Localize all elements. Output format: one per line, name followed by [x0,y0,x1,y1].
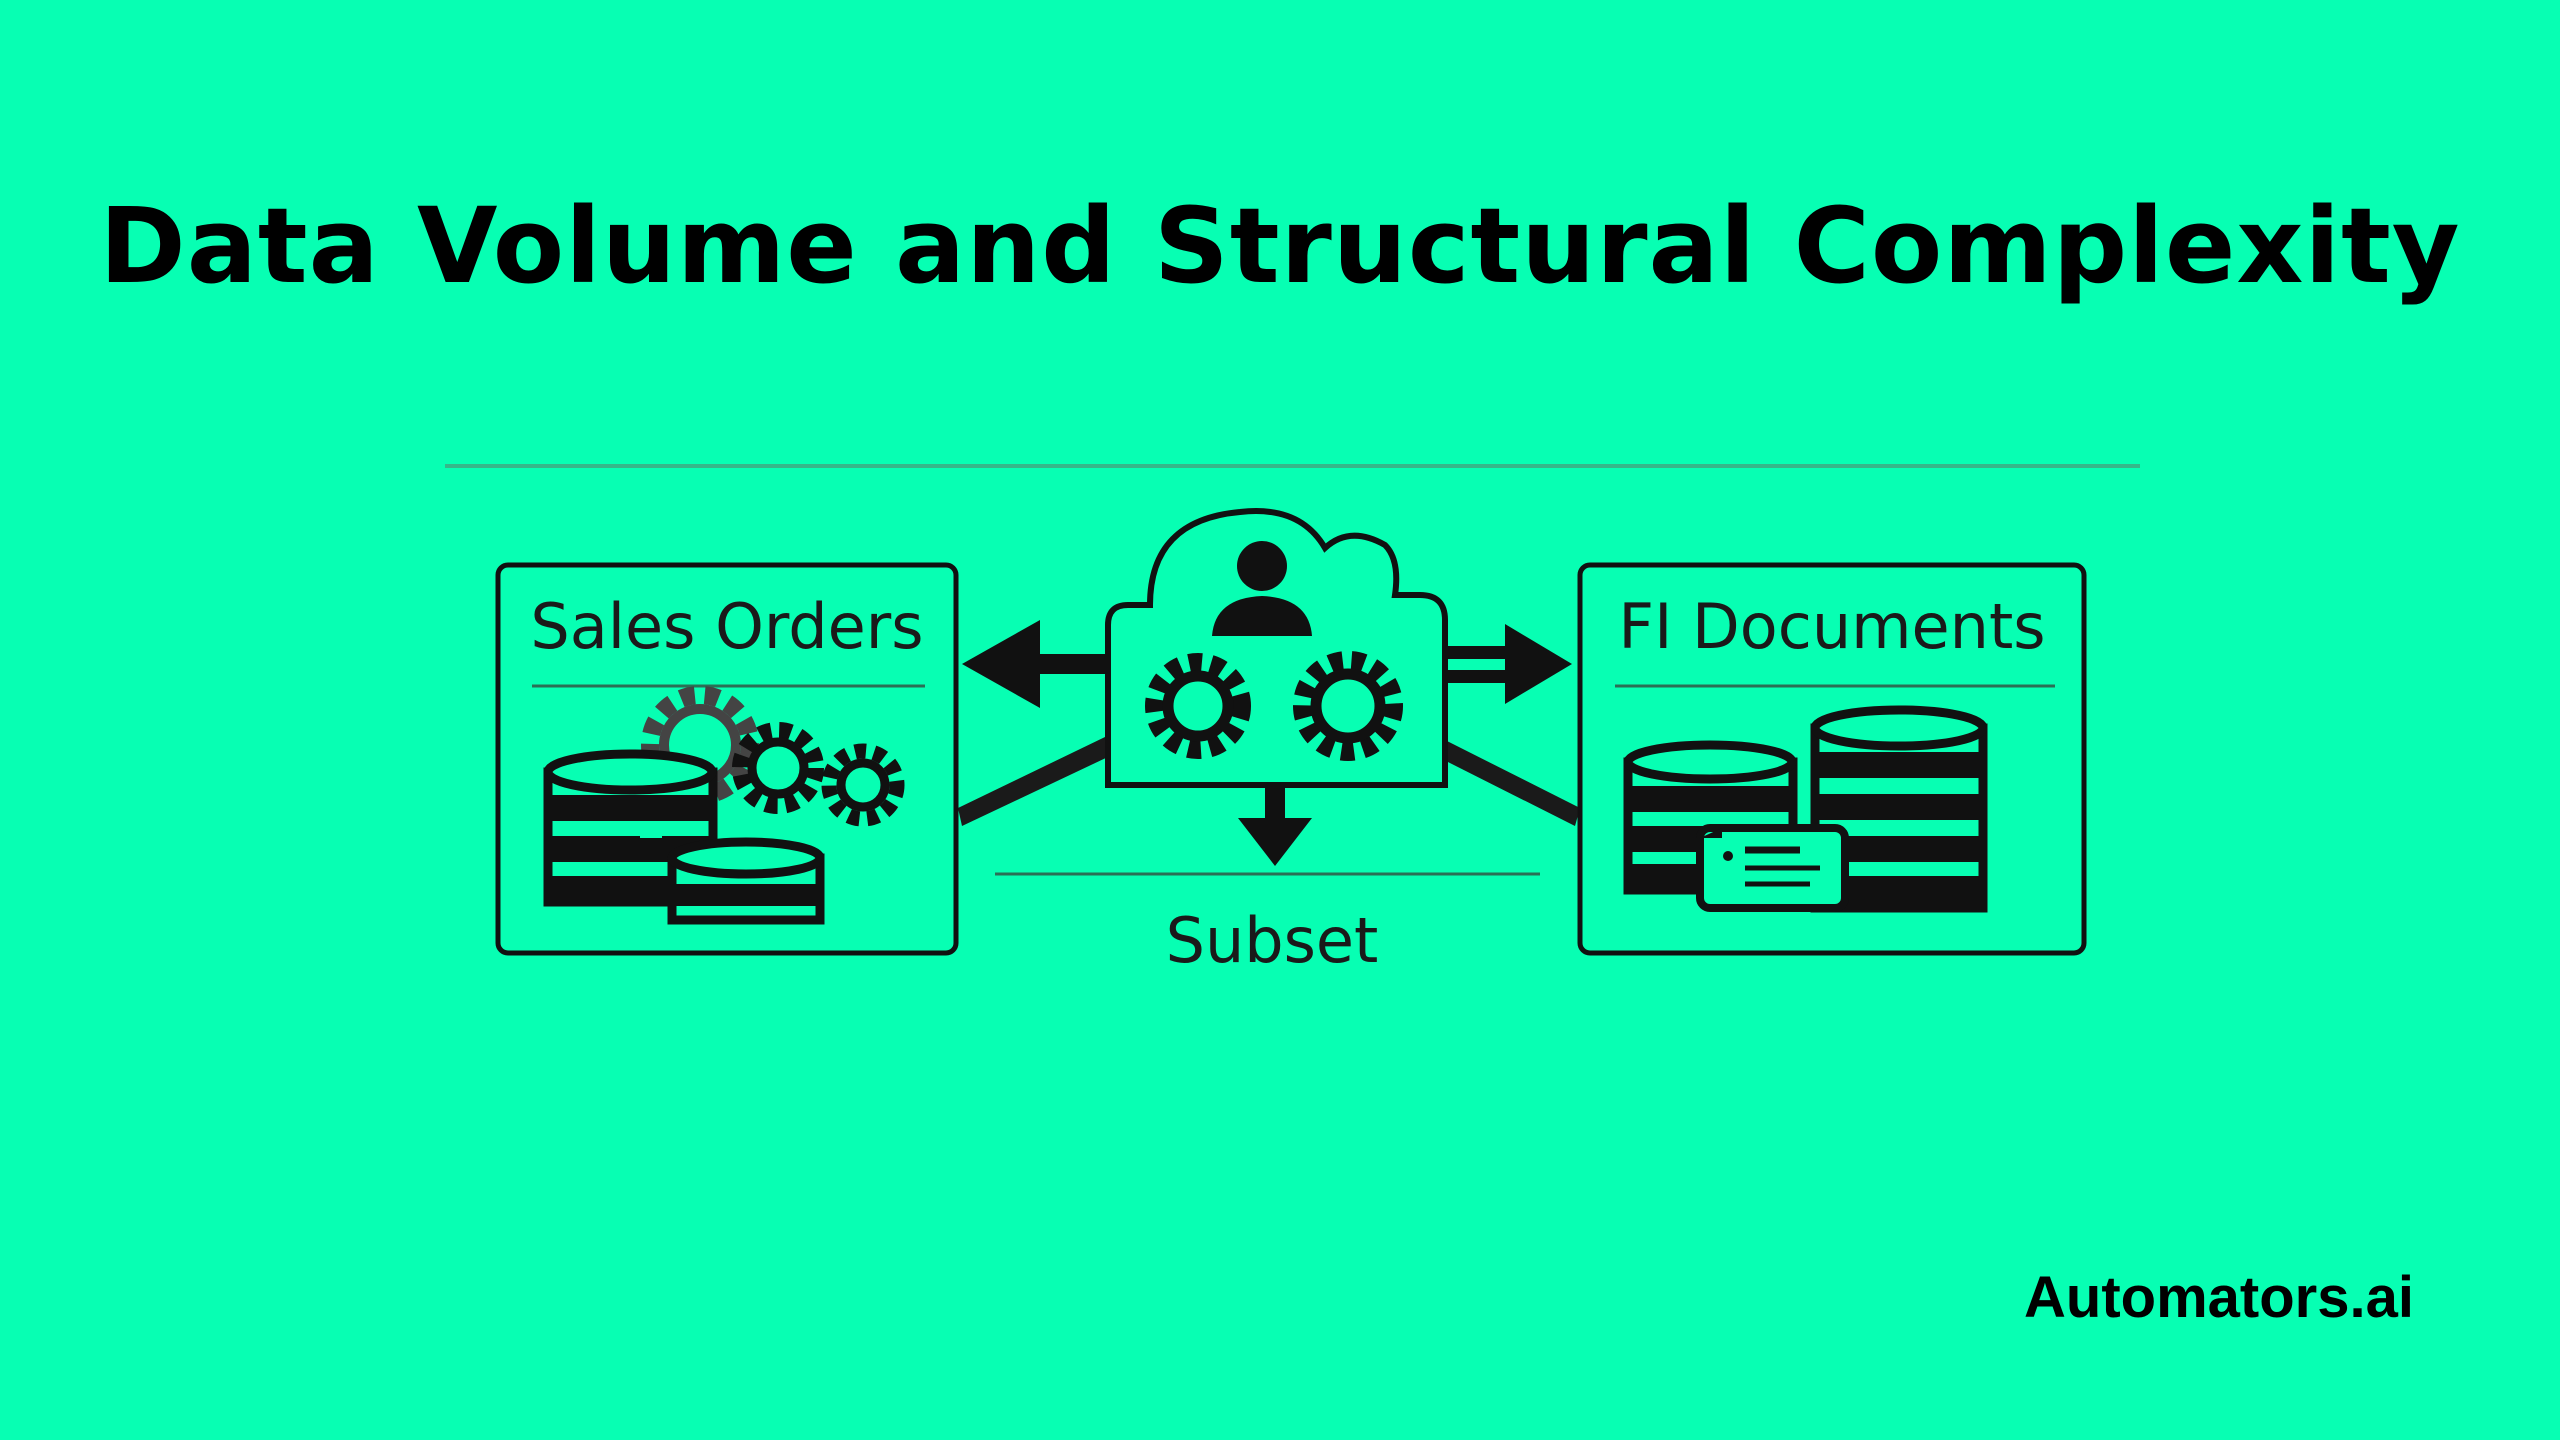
arrow-left-icon [962,620,1110,708]
sales-orders-label: Sales Orders [530,590,923,663]
page-title: Data Volume and Structural Complexity [99,185,2461,307]
database-document-icon [1623,705,1988,913]
left-connector [958,737,1110,826]
left-gear-icon [1145,653,1251,759]
right-gear-icon [1293,651,1403,761]
right-connector [1440,740,1580,826]
sales-orders-box: Sales Orders [495,562,959,956]
user-icon [1212,541,1312,636]
document-icon [1696,824,1849,912]
center-cloud [1105,508,1448,788]
arrow-right-icon [1445,624,1572,704]
fi-documents-box: FI Documents [1577,562,2087,956]
brand-logo-text: Automators.ai [2024,1265,2414,1330]
database-gears-icon [543,686,905,925]
arrow-down-icon [1238,785,1312,866]
subset-label: Subset [1166,904,1379,977]
fi-documents-label: FI Documents [1618,590,2045,663]
